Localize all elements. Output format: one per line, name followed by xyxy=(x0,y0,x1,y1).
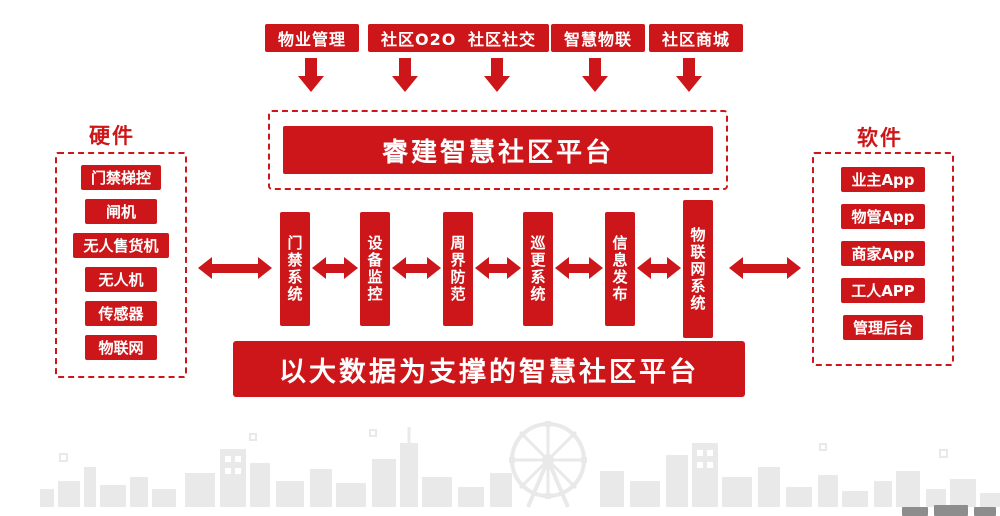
system-device-monitoring: 设备监控 xyxy=(360,212,390,326)
city-skyline xyxy=(40,421,1000,508)
hardware-item: 无人机 xyxy=(85,267,157,292)
hardware-item: 无人售货机 xyxy=(73,233,169,258)
software-item: 物管App xyxy=(841,204,925,229)
down-arrow-icon xyxy=(582,58,608,92)
top-module-community-mall: 社区商城 xyxy=(649,24,744,52)
double-arrow-icon xyxy=(312,257,358,279)
system-perimeter-defense: 周界防范 xyxy=(443,212,473,326)
top-module-community-social: 社区社交 xyxy=(455,24,550,52)
hardware-item: 传感器 xyxy=(85,301,157,326)
ferris-wheel-icon xyxy=(509,421,587,508)
double-arrow-icon xyxy=(555,257,603,279)
software-item: 管理后台 xyxy=(842,315,923,340)
top-module-property-management: 物业管理 xyxy=(265,24,360,52)
top-module-community-o2o: 社区O2O xyxy=(368,24,470,52)
platform-outline: 睿建智慧社区平台 xyxy=(268,110,728,190)
double-arrow-icon xyxy=(392,257,441,279)
down-arrow-icon xyxy=(298,58,324,92)
software-title: 软件 xyxy=(857,126,903,150)
platform-title: 睿建智慧社区平台 xyxy=(283,126,713,174)
hardware-item: 闸机 xyxy=(85,199,157,224)
down-arrow-icon xyxy=(676,58,702,92)
system-info-publishing: 信息发布 xyxy=(605,212,635,326)
double-arrow-icon xyxy=(198,257,272,279)
double-arrow-icon xyxy=(729,257,801,279)
double-arrow-icon xyxy=(637,257,681,279)
double-arrow-icon xyxy=(475,257,521,279)
hardware-item: 门禁梯控 xyxy=(80,165,161,190)
down-arrow-icon xyxy=(484,58,510,92)
hardware-item: 物联网 xyxy=(85,335,157,360)
watermark-fragment xyxy=(902,505,996,516)
hardware-title: 硬件 xyxy=(89,124,135,148)
software-item: 业主App xyxy=(841,167,925,192)
system-patrol: 巡更系统 xyxy=(523,212,553,326)
system-access-control: 门禁系统 xyxy=(280,212,310,326)
top-module-smart-iot: 智慧物联 xyxy=(551,24,646,52)
software-item: 商家App xyxy=(841,241,925,266)
system-iot: 物联网系统 xyxy=(683,200,713,338)
bottom-banner: 以大数据为支撑的智慧社区平台 xyxy=(233,341,745,397)
hardware-panel: 门禁梯控 闸机 无人售货机 无人机 传感器 物联网 xyxy=(55,152,187,378)
software-panel: 业主App 物管App 商家App 工人APP 管理后台 xyxy=(812,152,954,366)
software-item: 工人APP xyxy=(841,278,925,303)
down-arrow-icon xyxy=(392,58,418,92)
